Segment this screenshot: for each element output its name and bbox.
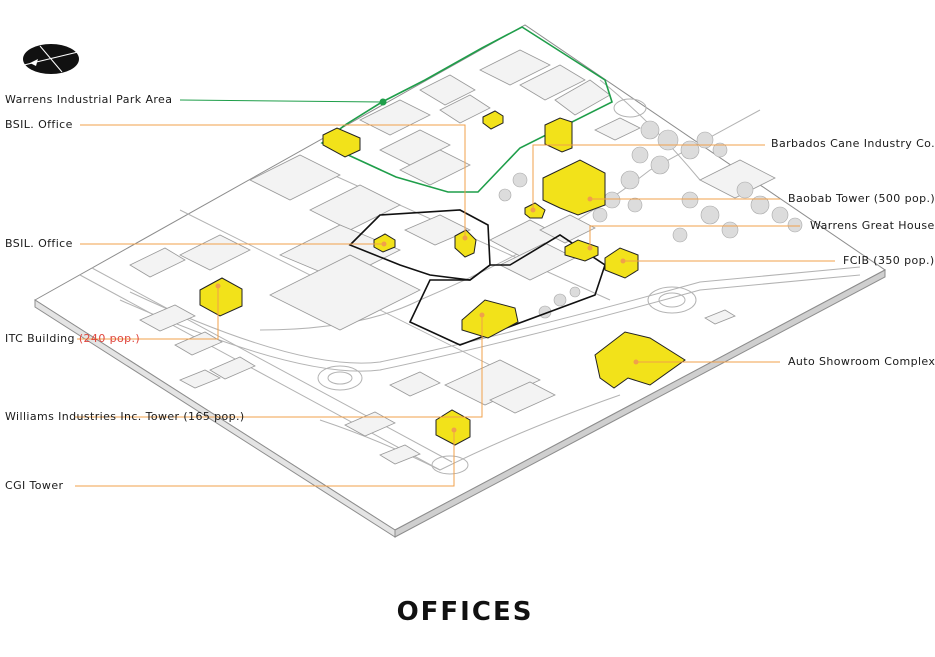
itc-pop: (240 pop.): [78, 332, 141, 345]
district-boundary-south: [408, 234, 606, 346]
label-auto-showroom: Auto Showroom Complex: [788, 355, 935, 368]
label-itc-building: ITC Building (240 pop.): [5, 332, 140, 345]
label-warrens-great-house: Warrens Great House: [810, 219, 935, 232]
north-arrow-icon: [23, 44, 79, 74]
label-bsil-office-2: BSIL. Office: [5, 237, 73, 250]
highlighted-buildings: [199, 110, 686, 446]
label-bsil-office-1: BSIL. Office: [5, 118, 73, 131]
page-title: OFFICES: [396, 597, 534, 627]
label-barbados-cane: Barbados Cane Industry Co.: [771, 137, 935, 150]
leader-lines: [75, 99, 835, 487]
itc-name: ITC Building: [5, 332, 75, 345]
base-slab: [34, 24, 886, 538]
park-building-small: [482, 110, 504, 130]
label-fcib: FCIB (350 pop.): [843, 254, 935, 267]
bsil-office-north-building: [322, 127, 361, 158]
cgi-tower-building: [435, 409, 471, 446]
label-warrens-park: Warrens Industrial Park Area: [5, 93, 173, 106]
label-cgi-tower: CGI Tower: [5, 479, 64, 492]
barbados-cane-building: [544, 117, 573, 153]
bsil-annex-building: [454, 229, 477, 258]
leader-dots: [215, 196, 639, 433]
itc-building: [199, 277, 243, 317]
context-buildings: [129, 49, 776, 465]
label-williams-tower: Williams Industries Inc. Tower (165 pop.…: [5, 410, 245, 423]
auto-showroom-building: [594, 331, 686, 389]
tree-clusters: [498, 120, 803, 319]
williams-tower-building: [461, 299, 519, 339]
label-baobab-tower: Baobab Tower (500 pop.): [788, 192, 935, 205]
